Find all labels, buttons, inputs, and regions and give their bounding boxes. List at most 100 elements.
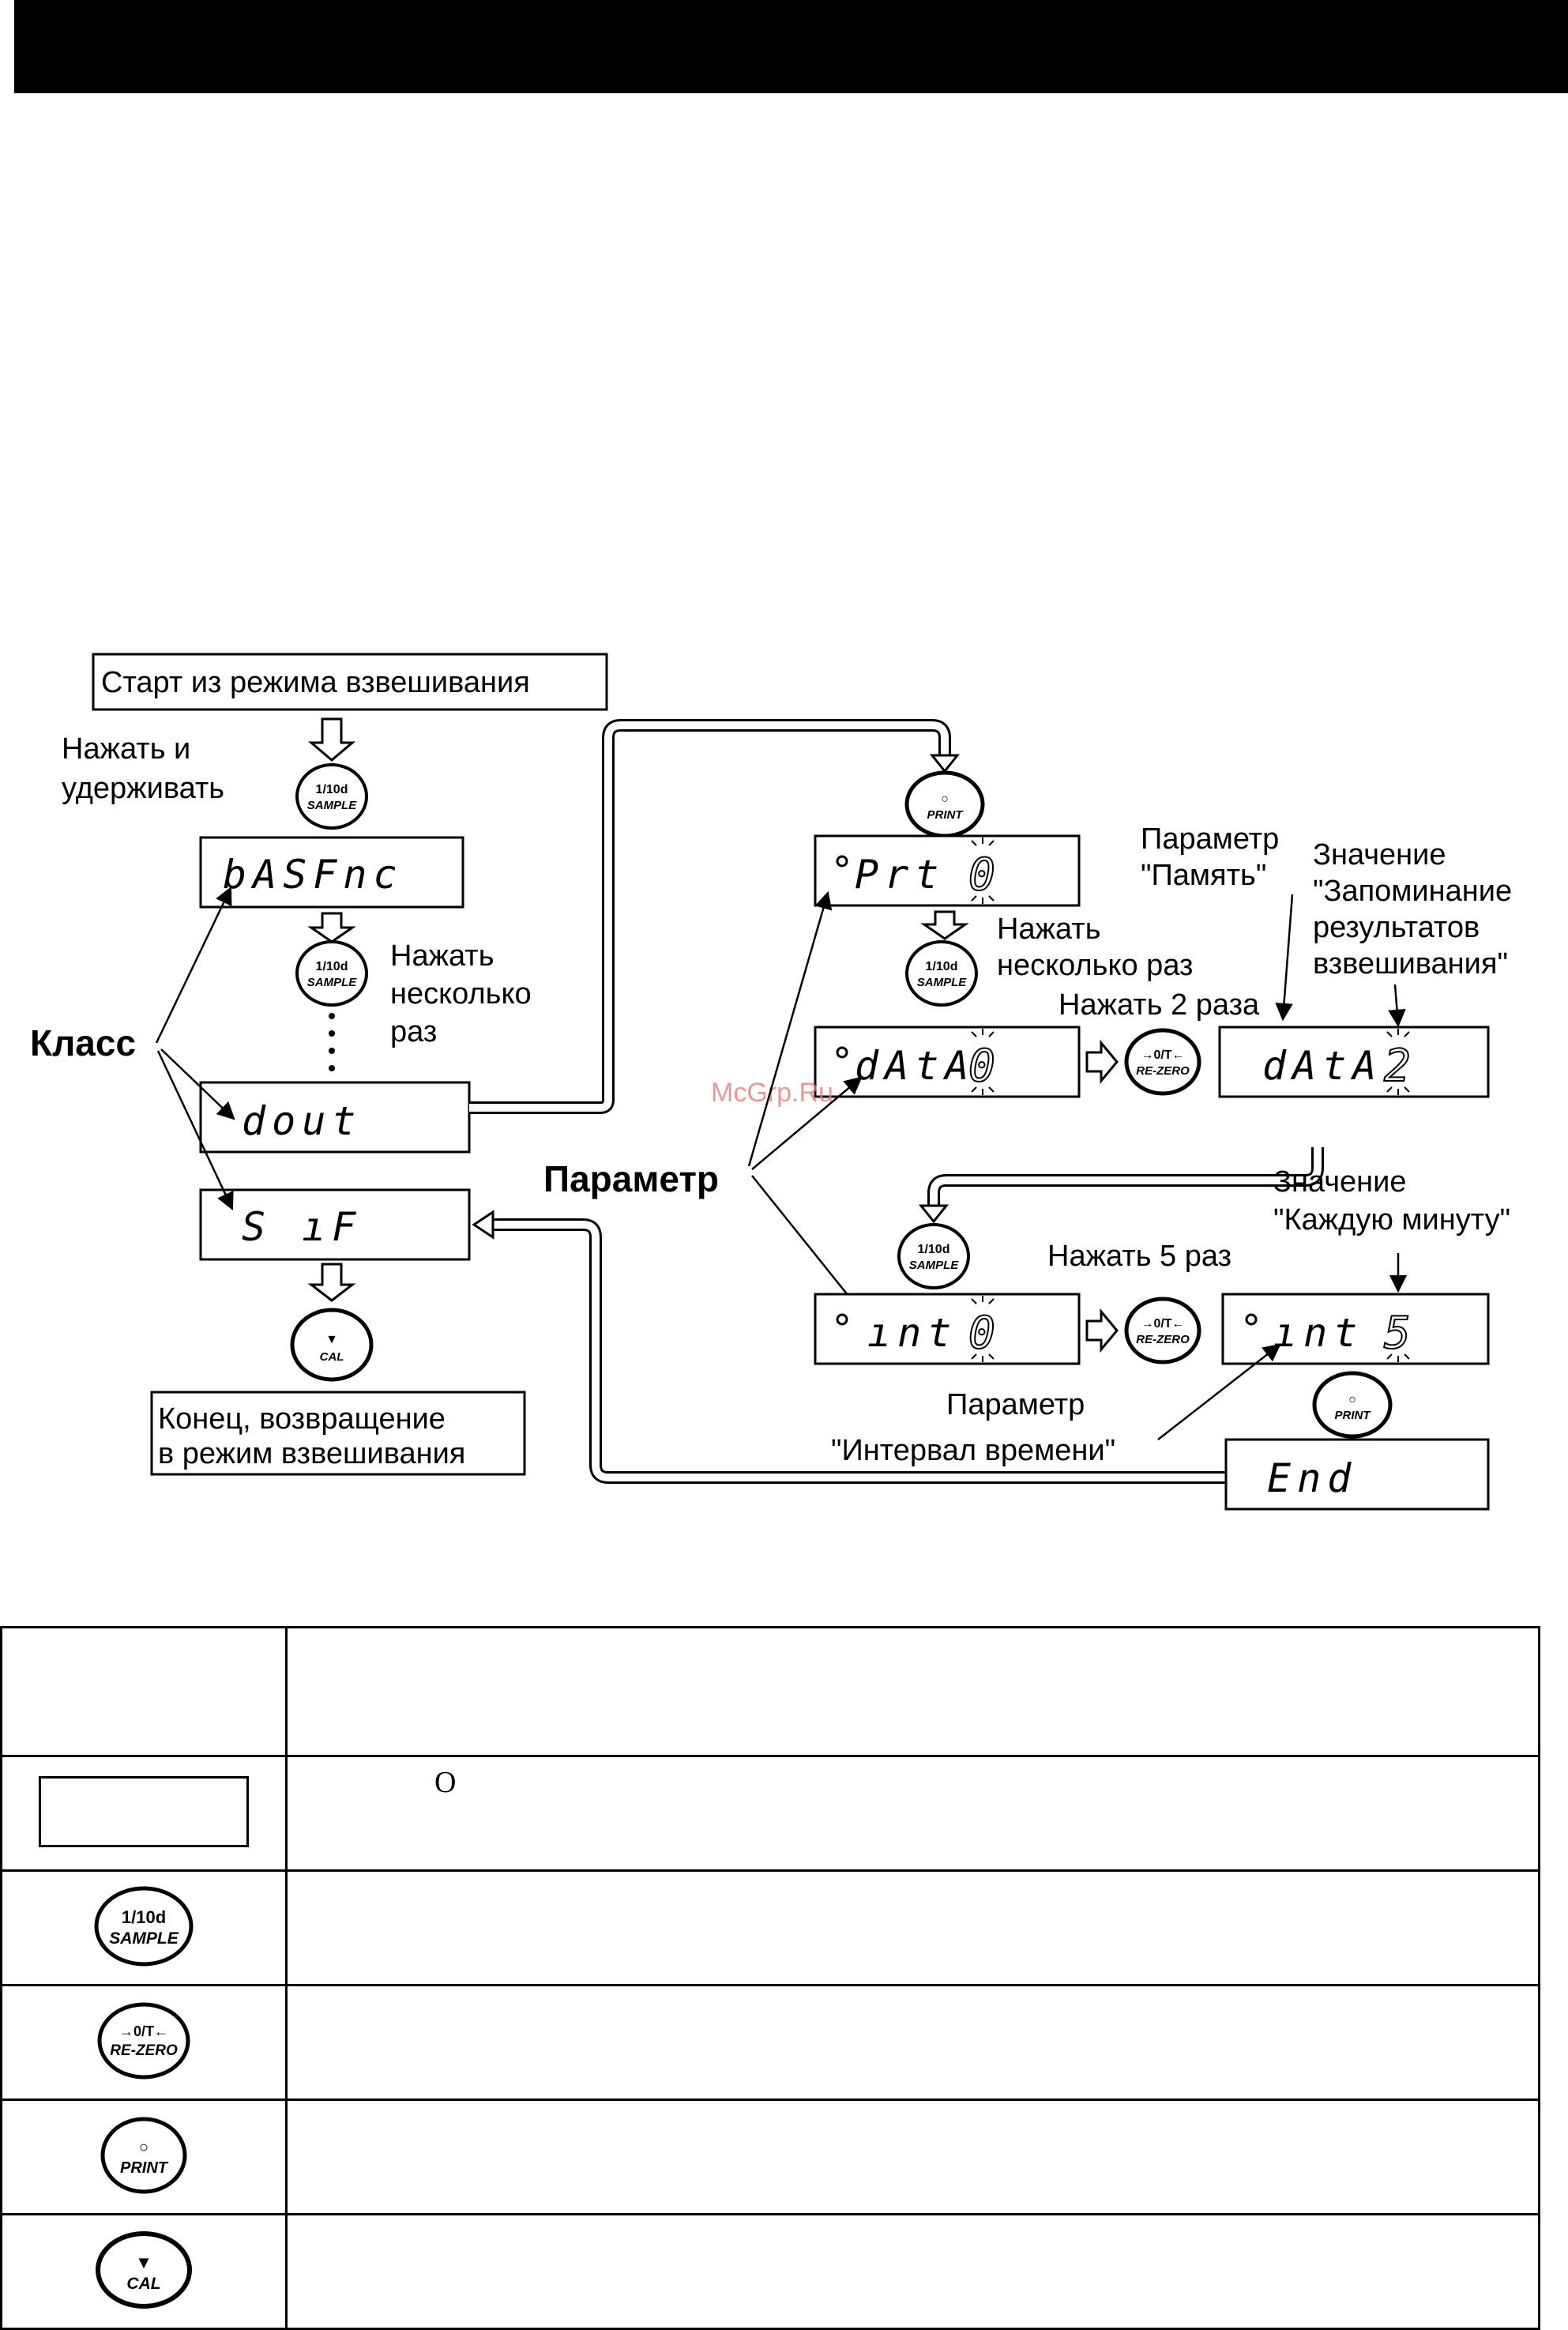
svg-text:○: ○	[941, 792, 949, 806]
left-arrow-icon	[472, 1210, 494, 1240]
parametr-label: Параметр	[543, 1158, 719, 1199]
print-key-1[interactable]: ○ PRINT	[904, 770, 985, 838]
value-store-label-1: Значение	[1313, 838, 1446, 871]
indicator-dot-icon	[836, 1046, 848, 1059]
ellipsis-dot	[329, 1065, 335, 1071]
table-row: ○ PRINT	[0, 2099, 1540, 2215]
press-hold-label-2: удерживать	[62, 772, 224, 805]
legend-header	[285, 1626, 1540, 1757]
rezero-key-2[interactable]: →0/T← RE-ZERO	[1124, 1297, 1201, 1364]
start-box	[92, 653, 608, 711]
down-arrow-icon	[918, 1204, 949, 1224]
press-several-right-1: Нажать	[997, 913, 1101, 946]
digit-data-0: 0	[968, 1041, 995, 1092]
svg-text:CAL: CAL	[320, 1350, 344, 1364]
indicator-dot-icon	[836, 1313, 848, 1326]
rezero-key-icon: →0/T← RE-ZERO	[97, 2002, 190, 2079]
end-label-1: Конец, возвращение	[158, 1402, 446, 1436]
down-arrow-icon	[307, 912, 356, 943]
table-row: ▼ CAL	[0, 2213, 1540, 2330]
digit-prt: 0	[968, 849, 995, 901]
lcd-basfnc	[199, 836, 464, 909]
svg-text:▼: ▼	[135, 2253, 152, 2272]
ellipsis-dot	[329, 1013, 335, 1019]
lcd-sample-icon	[39, 1775, 249, 1847]
table-row	[0, 1626, 1540, 1757]
digit-data-2: 2	[1384, 1041, 1411, 1092]
print-key-icon: ○ PRINT	[100, 2117, 187, 2193]
sample-key-2[interactable]: 1/10d SAMPLE	[295, 940, 368, 1007]
table-row: 1/10d SAMPLE	[0, 1869, 1540, 1986]
flicker-icon	[1386, 1029, 1410, 1095]
sample-key-3[interactable]: 1/10d SAMPLE	[905, 940, 978, 1007]
value-store-label-3: результатов	[1313, 911, 1480, 944]
ellipsis-dot	[329, 1030, 335, 1037]
svg-text:PRINT: PRINT	[1335, 1409, 1372, 1422]
value-store-label-2: "Запоминание	[1313, 875, 1512, 908]
procedure-diagram: 1/10d SAMPLE Старт из режима взвешивания…	[30, 653, 1512, 1511]
down-arrow-icon	[920, 910, 969, 940]
right-arrow-icon	[1085, 1308, 1119, 1353]
svg-text:1/10d: 1/10d	[926, 960, 958, 973]
rezero-key-1[interactable]: →0/T← RE-ZERO	[1124, 1028, 1201, 1096]
svg-text:▼: ▼	[325, 1333, 338, 1346]
flicker-icon	[1386, 1353, 1410, 1362]
display-prt: Prt	[855, 852, 945, 898]
down-arrow-icon	[307, 1263, 356, 1302]
right-arrow-icon	[1085, 1039, 1119, 1085]
svg-text:RE-ZERO: RE-ZERO	[110, 2042, 178, 2059]
end-box	[150, 1391, 526, 1476]
legend-row1-text: О	[285, 1755, 1540, 1872]
press-several-left-3: раз	[390, 1015, 437, 1048]
cal-key[interactable]: ▼ CAL	[290, 1308, 374, 1382]
svg-text:○: ○	[1348, 1393, 1356, 1406]
svg-text:1/10d: 1/10d	[316, 960, 348, 973]
press-several-left-2: несколько	[390, 977, 532, 1011]
lcd-sif	[199, 1188, 471, 1261]
table-row: О	[0, 1755, 1540, 1872]
down-arrow-icon	[929, 754, 961, 774]
svg-text:RE-ZERO: RE-ZERO	[1136, 1064, 1190, 1078]
press-hold-label-1: Нажать и	[62, 732, 190, 766]
value-min-label-1: Значение	[1273, 1165, 1407, 1199]
table-row: →0/T← RE-ZERO	[0, 1984, 1540, 2101]
klass-label: Класс	[30, 1022, 136, 1063]
svg-text:SAMPLE: SAMPLE	[307, 976, 358, 989]
svg-text:SAMPLE: SAMPLE	[109, 1929, 179, 1948]
flicker-icon	[971, 1296, 995, 1362]
display-basfnc: bASFnc	[223, 852, 404, 898]
print-key-2[interactable]: ○ PRINT	[1312, 1371, 1393, 1439]
lcd-prt	[814, 834, 1081, 907]
svg-text:1/10d: 1/10d	[122, 1907, 166, 1927]
down-arrow-icon	[307, 717, 356, 762]
svg-text:→0/T←: →0/T←	[1141, 1317, 1184, 1331]
display-sif: S ıF	[242, 1204, 362, 1250]
lcd-dout	[199, 1081, 471, 1154]
indicator-dot-icon	[1245, 1313, 1258, 1326]
svg-text:1/10d: 1/10d	[316, 783, 348, 796]
param-interval-label-1: Параметр	[946, 1388, 1085, 1421]
param-memory-label-1: Параметр	[1141, 822, 1279, 856]
ellipsis-dot	[329, 1048, 335, 1054]
sample-key-1[interactable]: 1/10d SAMPLE	[295, 763, 368, 830]
press-2-label: Нажать 2 раза	[1058, 988, 1260, 1022]
display-int-5: ınt	[1273, 1310, 1363, 1356]
value-store-label-4: взвешивания"	[1313, 947, 1508, 981]
sample-key-icon: 1/10d SAMPLE	[94, 1886, 194, 1966]
digit-int-5: 5	[1384, 1308, 1411, 1359]
display-dout: dout	[242, 1098, 362, 1144]
press-several-right-2: несколько раз	[997, 949, 1193, 982]
svg-text:SAMPLE: SAMPLE	[917, 976, 968, 989]
svg-text:SAMPLE: SAMPLE	[307, 799, 358, 812]
display-int-0: ınt	[867, 1310, 957, 1356]
svg-text:→0/T←: →0/T←	[119, 2023, 168, 2039]
svg-text:→0/T←: →0/T←	[1141, 1048, 1184, 1062]
press-several-left-1: Нажать	[390, 939, 494, 973]
cal-key-icon: ▼ CAL	[96, 2230, 192, 2309]
end-label-2: в режим взвешивания	[158, 1437, 465, 1470]
param-memory-label-2: "Память"	[1141, 859, 1266, 892]
sample-key-4[interactable]: 1/10d SAMPLE	[897, 1223, 970, 1289]
start-label: Старт из режима взвешивания	[101, 666, 530, 699]
svg-text:PRINT: PRINT	[120, 2159, 169, 2177]
header-bar	[14, 0, 1568, 93]
